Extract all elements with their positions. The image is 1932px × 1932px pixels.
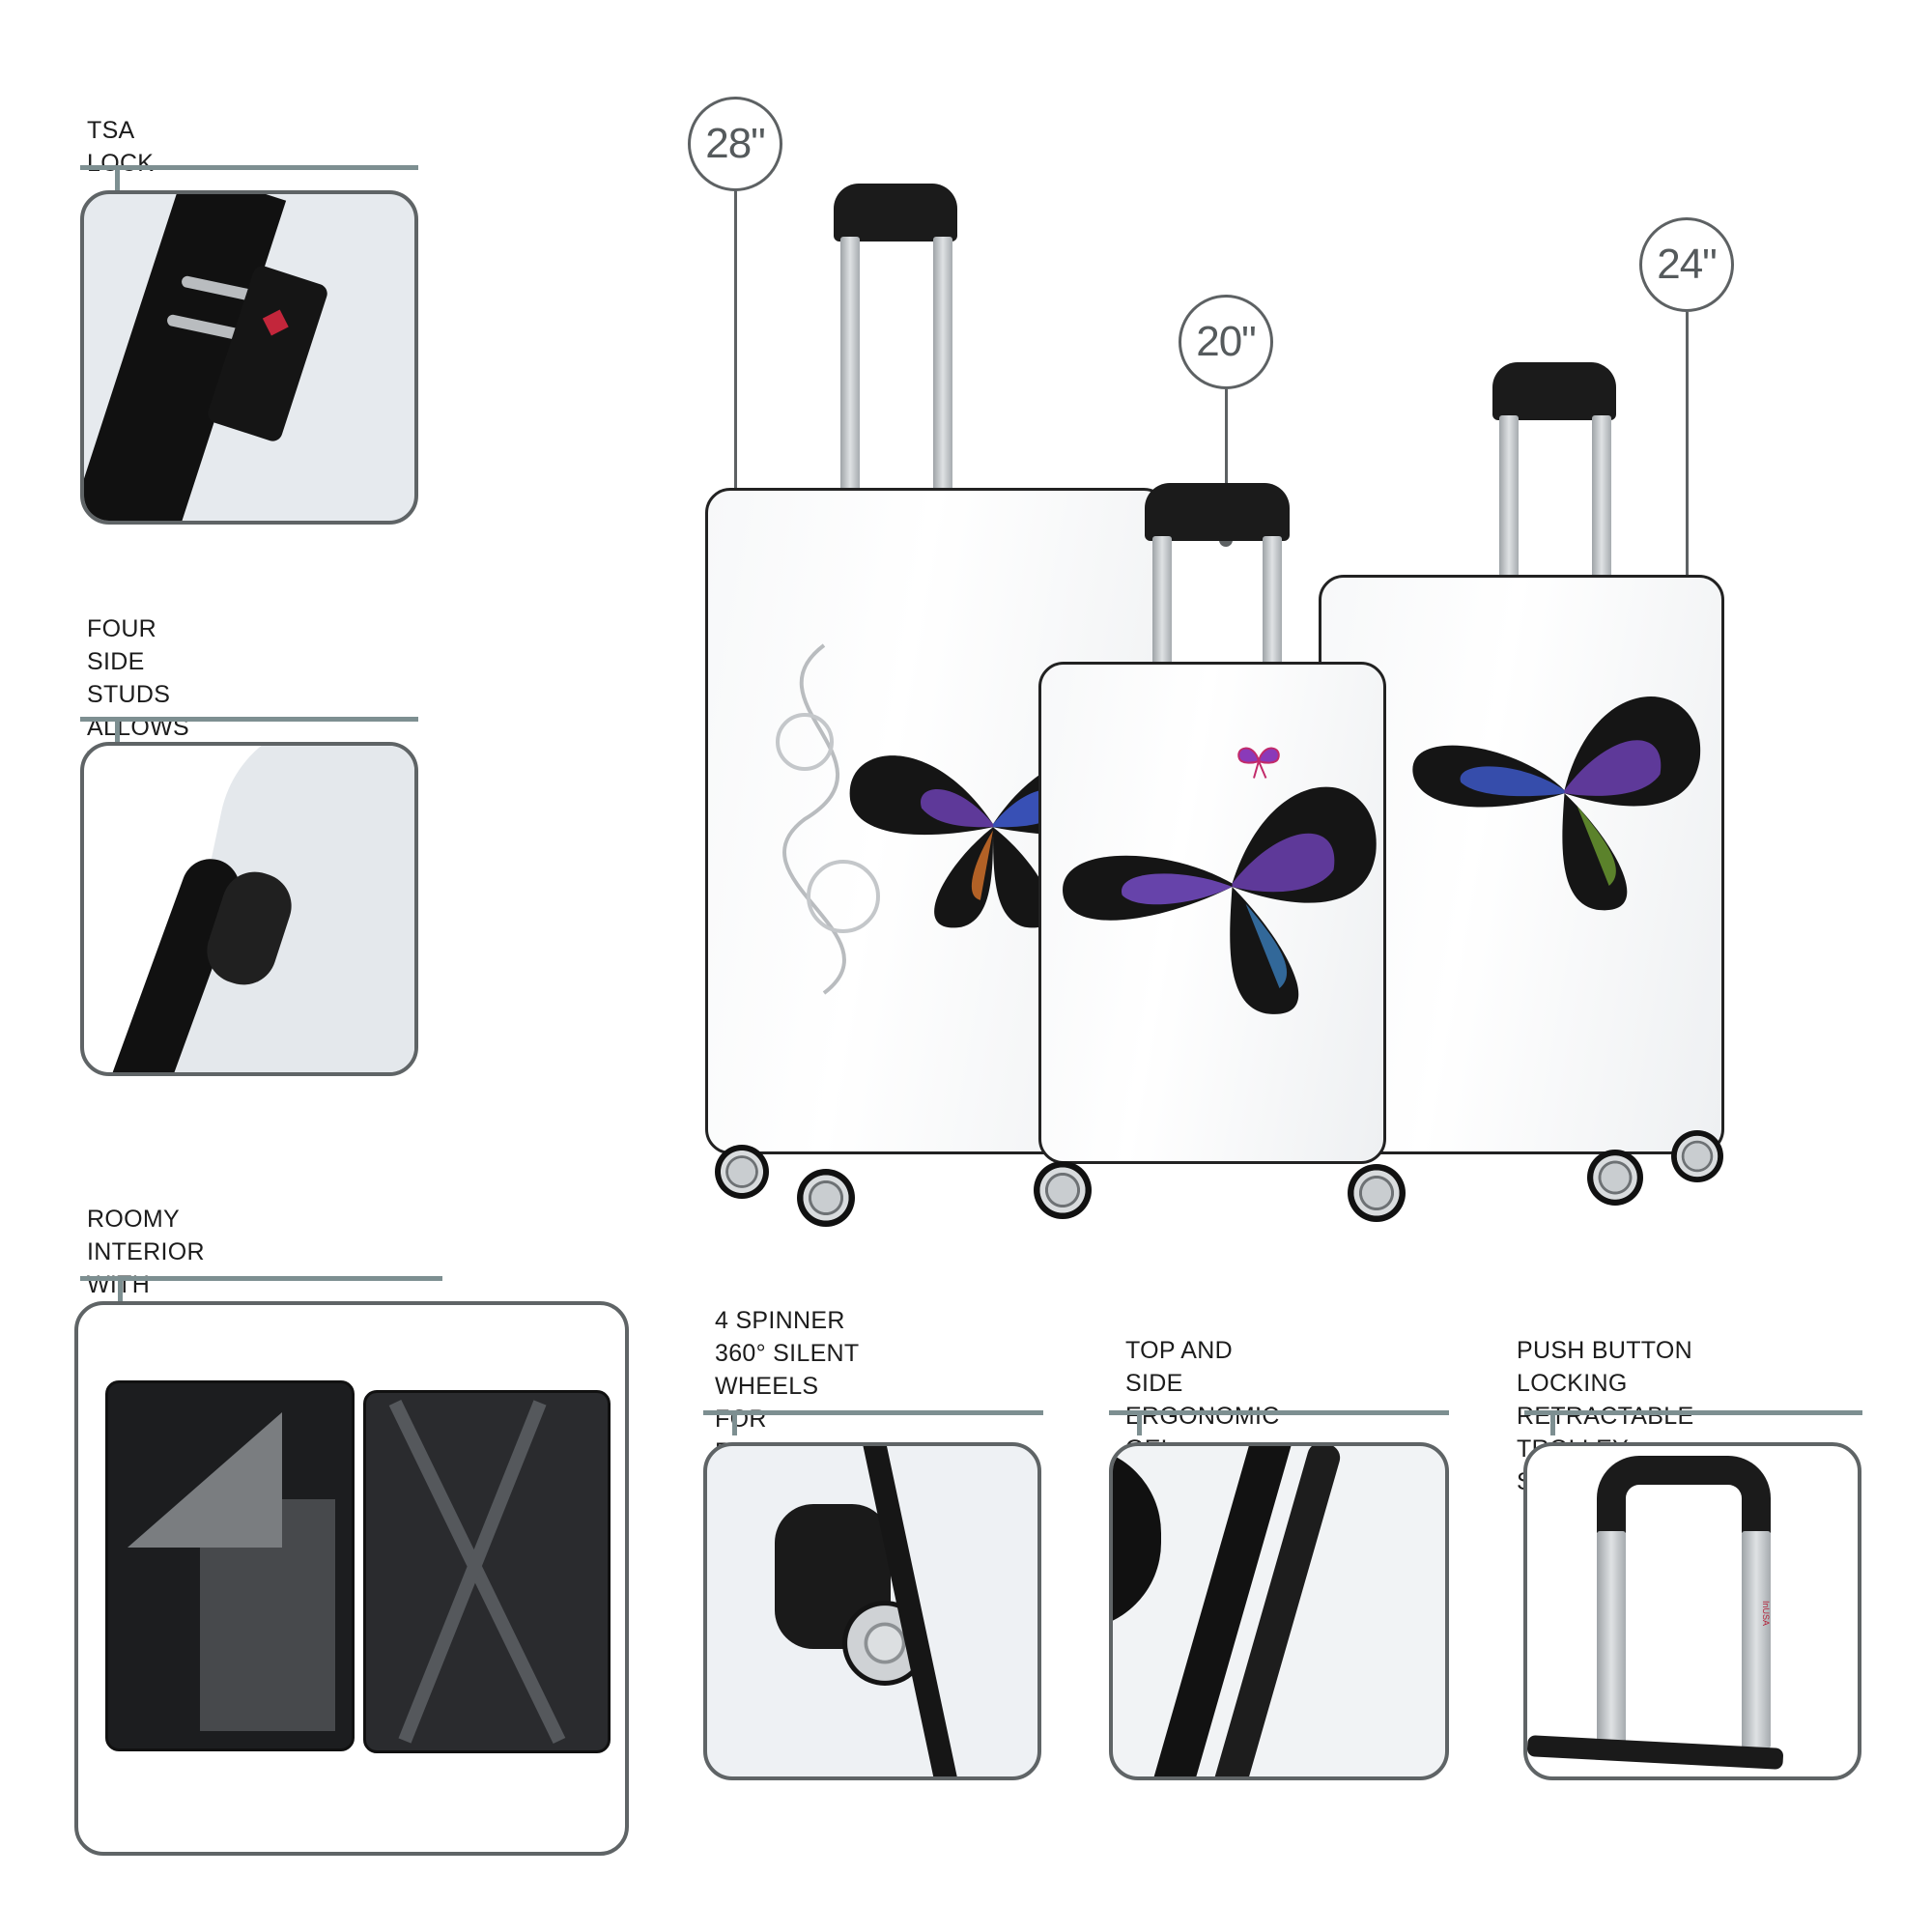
swirl-print-icon [776,643,880,995]
feature-image-side-studs [80,742,418,1076]
butterfly-wing-edge [1113,1446,1161,1630]
interior-left-half [105,1380,355,1751]
leader-line-20 [1225,389,1228,538]
lining-flap [128,1412,282,1548]
wheel-icon [1587,1150,1643,1206]
trolley-bar-left-20 [1152,536,1172,671]
wheel-icon [1671,1130,1723,1182]
divider-rule [1524,1410,1862,1415]
small-butterfly-icon [1237,747,1280,779]
wheel-icon [1034,1161,1092,1219]
trolley-grip-28 [834,184,957,242]
suitcase-24 [1319,362,1724,1261]
trolley-bar-left-24 [1499,415,1519,580]
size-badge-20: 20" [1179,295,1273,389]
divider-tick [732,1410,737,1435]
divider-tick [115,165,120,190]
wheel-icon [1348,1164,1406,1222]
leader-line-24 [1686,312,1689,631]
trolley-grip-20 [1145,483,1290,541]
tsa-diamond-icon [262,309,289,336]
leader-line-28 [734,191,737,541]
trolley-bar-left [1597,1531,1626,1748]
interior-right-half [363,1390,611,1753]
butterfly-print-icon [1412,696,1701,911]
divider-rule [703,1410,1043,1415]
divider-tick [118,1276,123,1301]
trolley-grip-icon [1597,1456,1771,1533]
feature-image-wheels [703,1442,1041,1780]
divider-tick [115,717,120,742]
suitcase-20 [1034,483,1406,1314]
brand-mark: InUSA [1761,1601,1771,1627]
trolley-bar-left-28 [840,237,860,497]
trolley-bar-right-28 [933,237,952,497]
feature-image-interior [74,1301,629,1856]
divider-tick [1137,1410,1142,1435]
shell-20 [1038,662,1386,1164]
trolley-bar-right-20 [1263,536,1282,671]
divider-tick [1550,1410,1555,1435]
wheel-icon [715,1145,769,1199]
feature-title: TOP AND SIDE ERGONOMIC GEL HANDLES [1125,1337,1280,1495]
shell-24 [1319,575,1724,1154]
size-badge-28: 28" [688,97,782,191]
cross-straps-icon [388,1399,566,1745]
feature-image-handles [1109,1442,1449,1780]
trolley-grip-24 [1492,362,1616,420]
feature-image-tsa-lock [80,190,418,525]
divider-rule [80,1276,442,1281]
feature-title: TSA LOCK [87,117,155,177]
wheel-icon [797,1169,855,1227]
hero-luggage-set: 28" 20" 24" [667,97,1758,1256]
trolley-bar-right-24 [1592,415,1611,580]
divider-rule [80,717,418,722]
divider-rule [1109,1410,1449,1415]
divider-rule [80,165,418,170]
butterfly-print-icon [1063,786,1377,1014]
feature-image-trolley: InUSA [1523,1442,1861,1780]
size-badge-24: 24" [1639,217,1734,312]
trolley-bar-right [1742,1531,1771,1748]
